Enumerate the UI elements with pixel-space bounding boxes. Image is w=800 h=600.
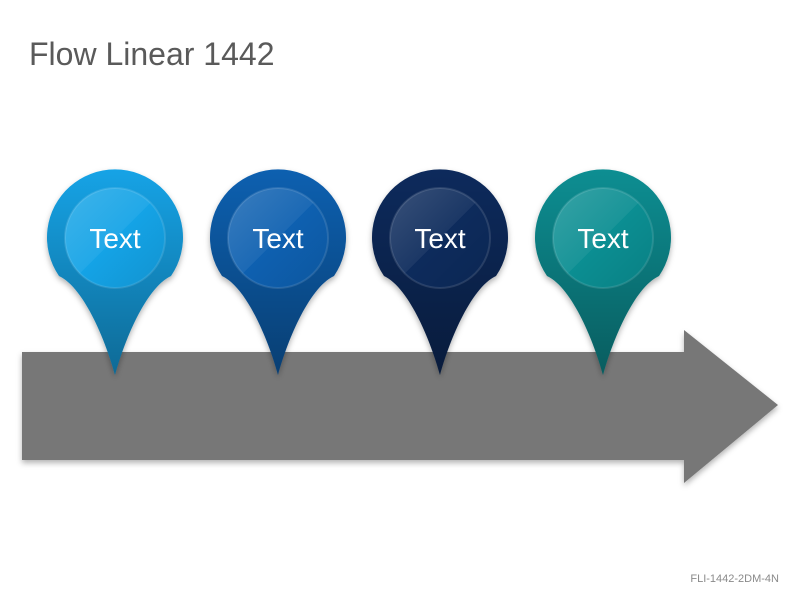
pin-marker-1: Text <box>46 169 183 375</box>
pin-marker-3: Text <box>372 169 508 375</box>
page-title: Flow Linear 1442 <box>29 36 275 72</box>
pin-label: Text <box>577 223 629 254</box>
pin-gloss <box>65 188 165 288</box>
pin-label: Text <box>89 223 141 254</box>
flow-arrow <box>22 330 778 483</box>
pin-gloss <box>228 188 328 288</box>
pin-marker-2: Text <box>210 169 346 375</box>
pin-label: Text <box>414 223 466 254</box>
pin-gloss <box>553 188 653 288</box>
pin-label: Text <box>252 223 304 254</box>
pin-marker-4: Text <box>535 169 671 375</box>
slide-code: FLI-1442-2DM-4N <box>690 573 779 585</box>
pin-gloss <box>390 188 490 288</box>
pins-layer: Text Text Text Text <box>46 169 671 375</box>
